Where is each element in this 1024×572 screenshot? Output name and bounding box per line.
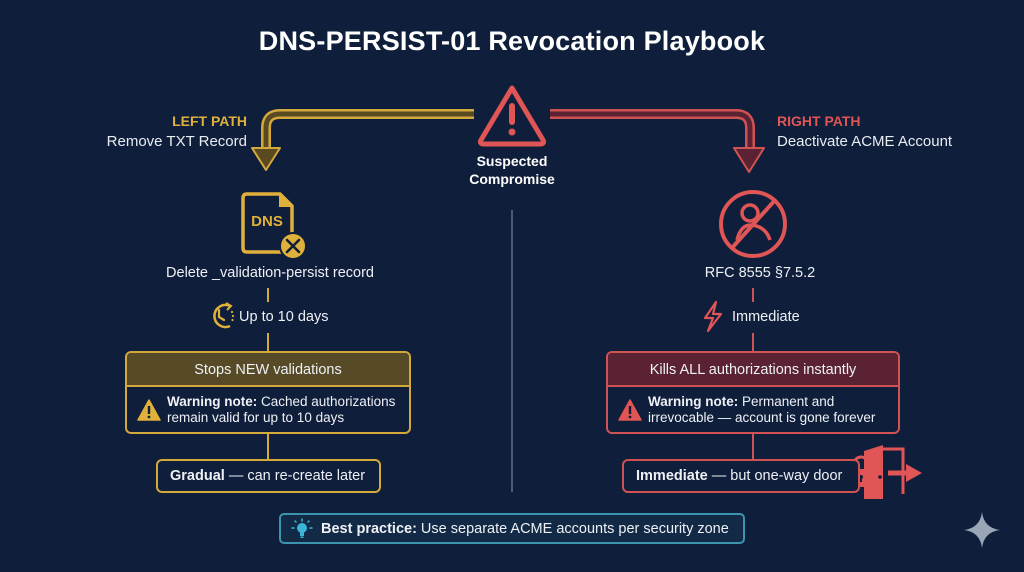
sparkle-icon [964, 512, 1000, 548]
right-warning-line1: Permanent and [738, 394, 835, 409]
right-step-text: RFC 8555 §7.5.2 [704, 265, 816, 281]
center-label: Suspected Compromise [447, 152, 577, 188]
right-path-arrow [550, 109, 765, 173]
left-step-text: Delete _validation-persist record [166, 265, 374, 281]
center-label-line2: Compromise [469, 171, 555, 187]
left-path-heading: LEFT PATH [172, 113, 247, 129]
right-path-heading: RIGHT PATH [777, 113, 861, 129]
best-practice-banner: Best practice: Use separate ACME account… [279, 513, 745, 544]
left-timing: Up to 10 days [239, 309, 329, 325]
center-label-line1: Suspected [476, 153, 548, 169]
left-result-box: Gradual — can re-create later [156, 459, 381, 493]
left-result-bold: Gradual [170, 468, 225, 484]
lightning-icon [703, 300, 723, 333]
lightbulb-icon [291, 517, 313, 538]
left-effect-card: Stops NEW validations Warning note: Cach… [125, 351, 411, 434]
left-card-title: Stops NEW validations [127, 353, 409, 387]
warning-triangle-icon [477, 85, 547, 147]
left-path-arrow [251, 109, 474, 171]
right-path-subheading: Deactivate ACME Account [777, 133, 953, 150]
svg-text:DNS: DNS [251, 213, 283, 230]
right-result-bold: Immediate [636, 468, 708, 484]
right-card-title: Kills ALL authorizations instantly [608, 353, 898, 387]
clock-refresh-icon [213, 302, 235, 329]
right-effect-card: Kills ALL authorizations instantly Warni… [606, 351, 900, 434]
right-result-box: Immediate — but one-way door [622, 459, 860, 493]
page-title: DNS-PERSIST-01 Revocation Playbook [258, 26, 766, 56]
left-warning-note: Warning note: Cached authorizations rema… [167, 394, 395, 426]
warning-icon [137, 399, 161, 421]
left-warning-label: Warning note: [167, 394, 258, 409]
locked-exit-door-icon [850, 445, 922, 499]
left-warning-line1: Cached authorizations [257, 394, 396, 409]
warning-icon [618, 399, 642, 421]
user-blocked-icon [719, 190, 787, 258]
best-practice-text: Use separate ACME accounts per security … [416, 520, 729, 537]
right-result-text: — but one-way door [707, 468, 843, 484]
best-practice-label: Best practice: [321, 520, 417, 537]
right-warning-note: Warning note: Permanent and irrevocable … [648, 394, 875, 426]
right-timing: Immediate [732, 309, 800, 325]
dns-file-delete-icon: DNS [241, 192, 307, 260]
right-warning-line2: irrevocable — account is gone forever [648, 410, 876, 425]
left-path-subheading: Remove TXT Record [106, 133, 247, 150]
right-warning-label: Warning note: [648, 394, 739, 409]
left-result-text: — can re-create later [224, 468, 366, 484]
left-warning-line2: remain valid for up to 10 days [167, 410, 345, 425]
